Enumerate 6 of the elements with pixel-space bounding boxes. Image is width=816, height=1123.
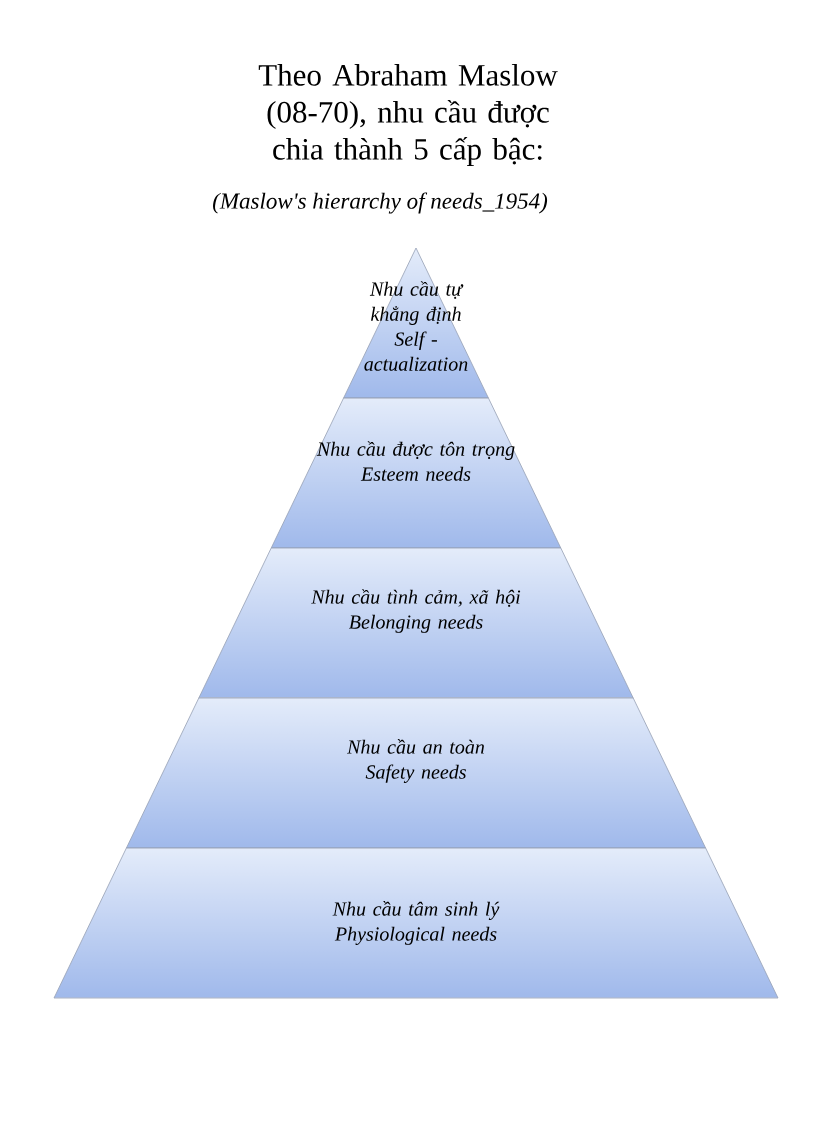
pyramid-tier: Nhu cầu tự khẳng định Self - actualization (343, 247, 489, 399)
pyramid-tier: Nhu cầu tâm sinh lý Physiological needs (53, 847, 779, 999)
subtitle: (Maslow's hierarchy of needs_1954) (213, 192, 548, 214)
pyramid-tier: Nhu cầu an toàn Safety needs (126, 697, 706, 849)
pyramid-tier: Nhu cầu tình cảm, xã hội Belonging needs (198, 547, 634, 699)
title: Theo Abraham Maslow (08-70), nhu cầu được chia thành 5 cấp bậc: (258, 63, 558, 167)
